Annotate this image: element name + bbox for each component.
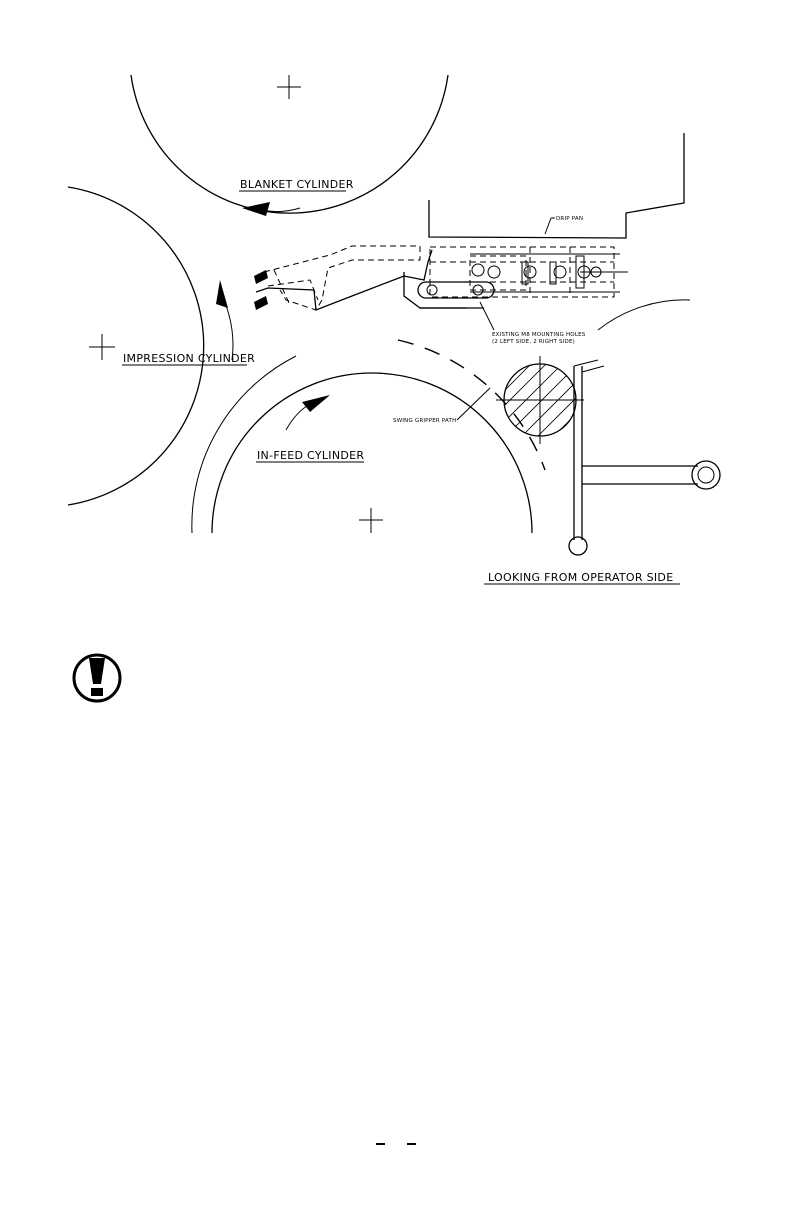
blanket-rotation-arrow [242,202,300,216]
page-mark-left [376,1143,385,1145]
swing-arm [569,360,720,555]
infeed-rotation-arrow [286,395,330,430]
infeed-cylinder: IN-FEED CYLINDER SWING GRIPPER PATH [192,340,545,533]
blanket-cylinder-label: BLANKET CYLINDER [240,178,354,191]
mounting-slot [418,282,494,298]
drip-pan-label: DRIP PAN [556,216,583,222]
drip-pan: DRIP PAN [429,133,684,238]
hatched-shaft [470,334,606,462]
impression-cylinder-label: IMPRESSION CYLINDER [123,352,255,365]
impression-rotation-arrow [216,280,233,360]
mounting-holes-label-line2: (2 LEFT SIDE, 2 RIGHT SIDE) [492,339,575,345]
impression-cylinder: IMPRESSION CYLINDER [68,187,255,505]
infeed-cylinder-label: IN-FEED CYLINDER [257,449,364,462]
swing-gripper-path-label: SWING GRIPPER PATH [393,418,456,424]
impression-cylinder-center-mark [89,334,115,360]
mounting-holes: EXISTING M8 MOUNTING HOLES (2 LEFT SIDE,… [472,256,601,345]
page-number-marks [372,1138,420,1150]
view-orientation-note: LOOKING FROM OPERATOR SIDE [488,571,673,584]
blanket-cylinder-center-mark [277,75,301,99]
swing-gripper-path [398,340,545,470]
gripper-shaft [256,250,628,310]
mounting-holes-label-line1: EXISTING M8 MOUNTING HOLES [492,332,586,338]
exclamation-caution-icon [74,655,120,701]
blanket-cylinder: BLANKET CYLINDER [131,75,448,216]
infeed-cylinder-center-mark [359,508,383,533]
page-mark-right [407,1143,416,1145]
